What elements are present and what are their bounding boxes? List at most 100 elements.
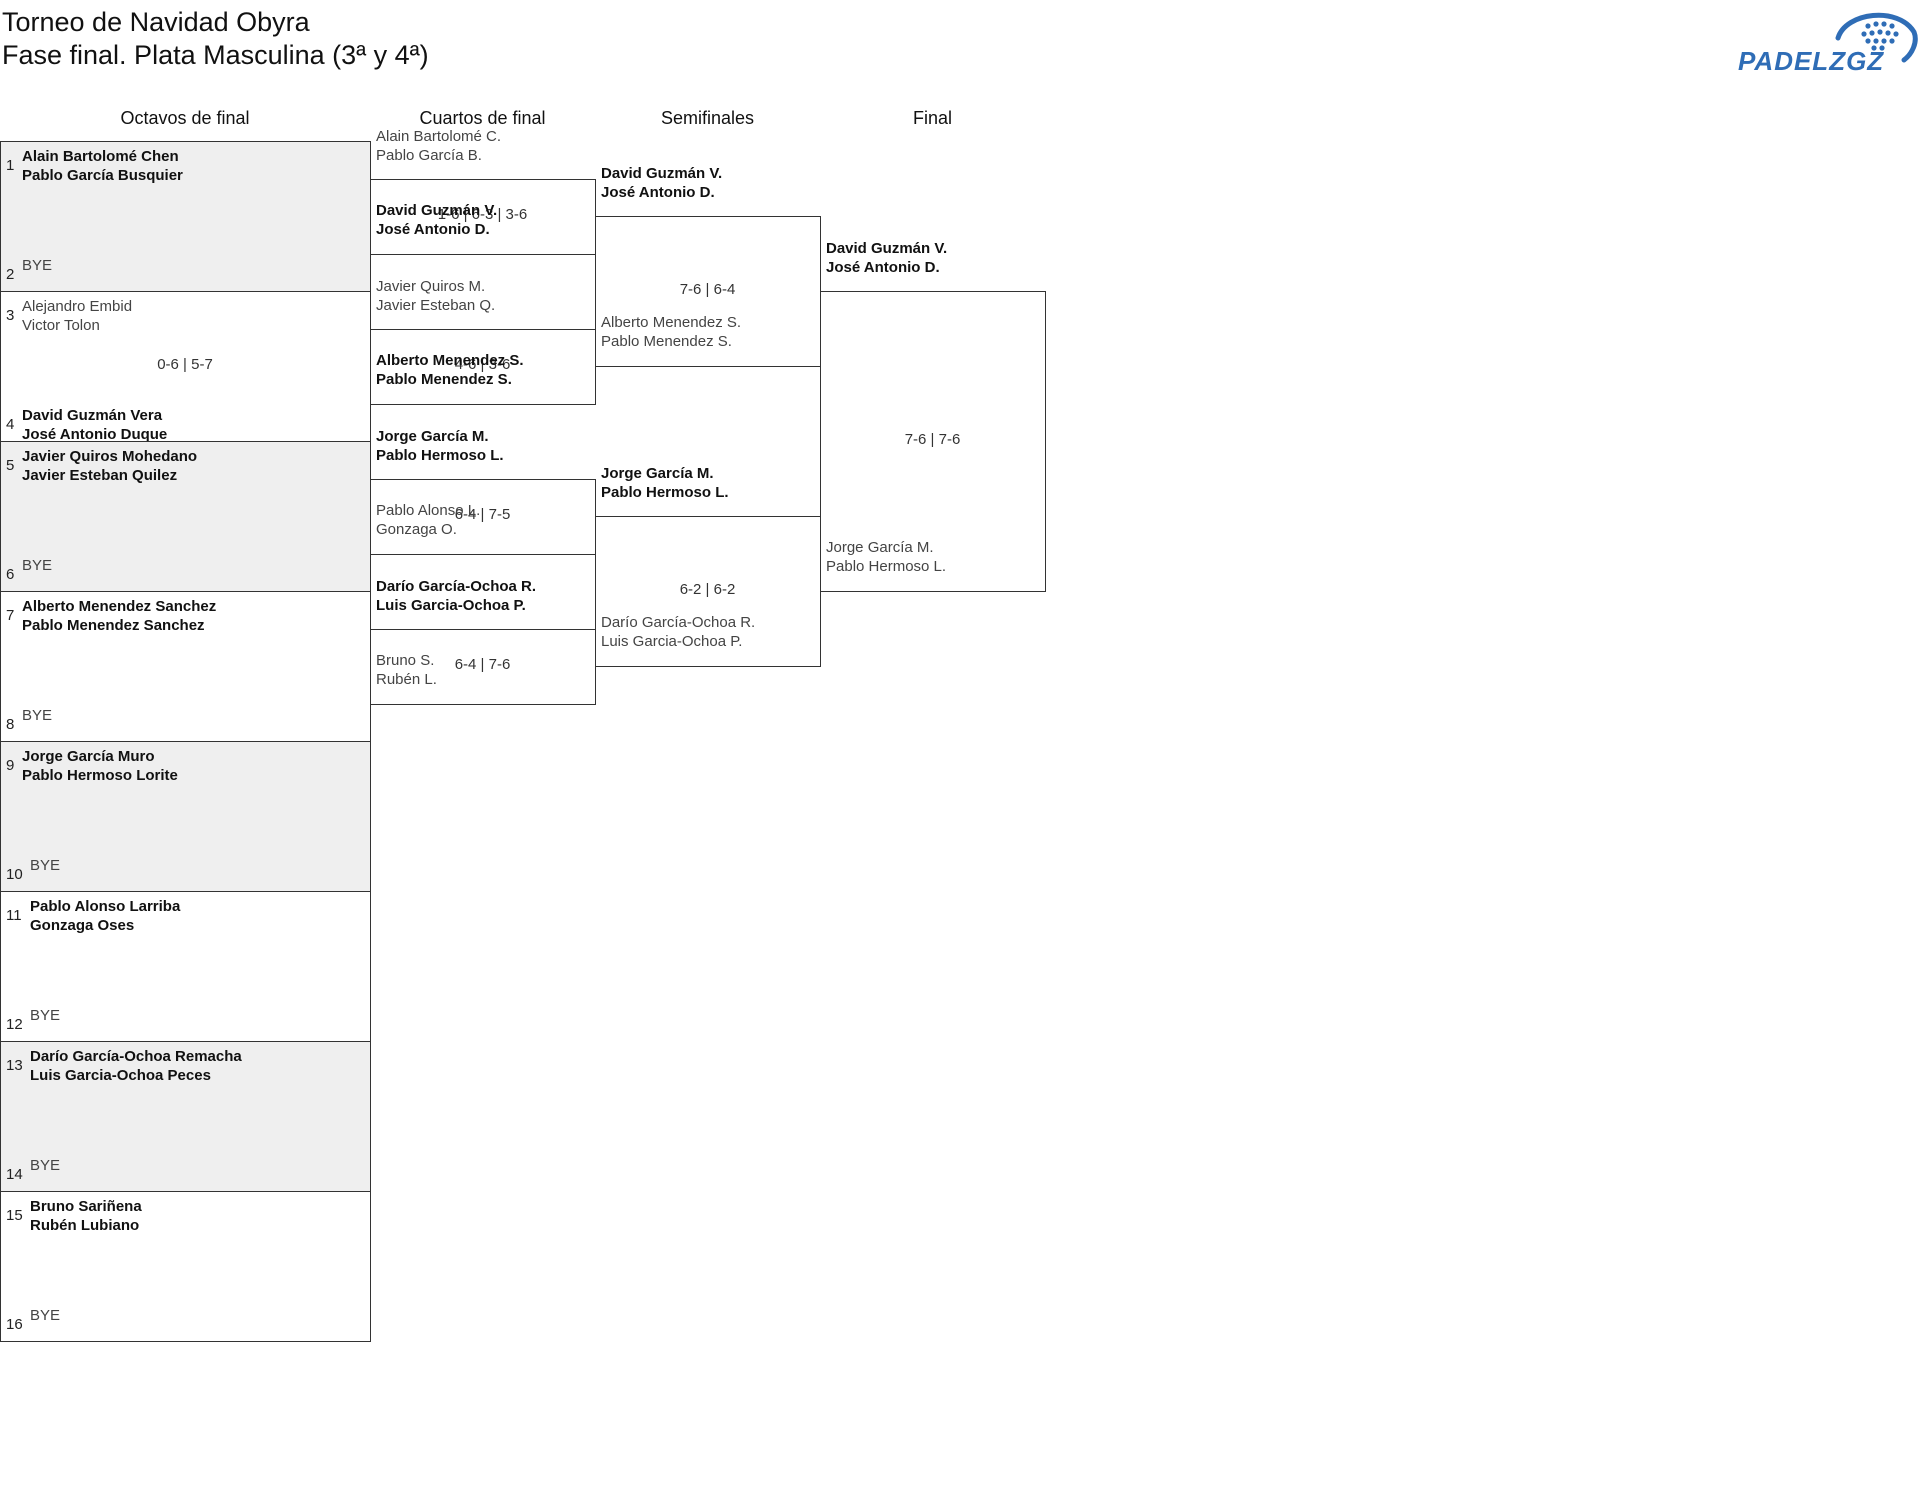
seed-number: 12 [6,1016,23,1033]
match-score: 0-6 | 5-7 [157,356,213,373]
match-score: 7-6 | 6-4 [679,281,736,298]
player-name: José Antonio Duque [22,426,168,443]
player-name: Jorge García M. [376,427,489,445]
octavos-slot [0,891,371,967]
seed-number: 9 [6,757,15,774]
player-name: Alberto Menendez S. [376,351,524,369]
player-name: Pablo Hermoso L. [376,446,504,464]
page-subtitle: Fase final. Plata Masculina (3ª y 4ª) [2,40,429,70]
player-name: BYE [22,707,53,724]
final-team: Jorge García M. Pablo Hermoso L. [826,538,946,576]
octavos-slot [0,591,371,667]
seed-number: 3 [6,307,15,324]
cuartos-team: Alberto Menendez S.Pablo Menendez S. [376,351,524,389]
player-name: Darío García-Ochoa R. [601,614,756,631]
player-name: BYE [30,857,61,874]
logo-text: PADELZGZ [1738,46,1885,76]
octavos-team: BYE [22,256,52,294]
octavos-team: BYE [30,856,60,894]
player-name: David Guzmán V. [826,240,948,257]
seed-number: 13 [6,1057,23,1074]
semis-team: Alberto Menendez S.Pablo Menendez S. [601,313,741,351]
player-name: Pablo Hermoso L. [601,484,729,501]
cuartos-team: Alain Bartolomé C.Pablo García B. [376,127,501,165]
player-name: Pablo Hermoso L. [826,558,947,575]
player-name: Pablo García B. [376,146,482,164]
player-name: David Guzmán V. [376,201,498,219]
player-name: David Guzmán Vera [22,407,163,424]
match-score: 7-6 | 7-6 [904,431,961,448]
match-score: 4-6 | 3-6 [454,356,511,373]
player-name: BYE [30,1157,61,1174]
seed-number: 11 [6,907,22,924]
player-name: BYE [22,557,53,574]
player-name: Gonzaga O. [376,520,457,538]
octavos-team: BYE [22,556,52,594]
cuartos-team: Bruno S.Rubén L. [376,651,437,689]
cuartos-team: Darío García-Ochoa R.Luis Garcia-Ochoa P… [376,577,536,615]
padel-ball-icon [1835,12,1918,63]
cuartos-team: Javier Quiros M.Javier Esteban Q. [376,277,495,315]
octavos-slot [0,816,371,892]
player-name: Rubén L. [376,670,437,688]
octavos-slot [0,741,371,817]
player-name: David Guzmán V. [601,165,723,182]
player-name: Pablo Menendez S. [601,333,732,350]
match-score: 6-2 | 6-2 [679,581,736,598]
match-score: 6-4 | 7-6 [454,656,511,673]
seed-number: 2 [6,266,15,283]
player-name: Luis Garcia-Ochoa P. [376,596,526,614]
player-name: Pablo Alonso L. [376,501,481,519]
octavos-slot [0,216,371,292]
octavos-slot [0,666,371,742]
player-name: Alberto Menendez Sanchez [22,598,217,615]
seed-number: 6 [6,566,15,583]
player-name: Luis Garcia-Ochoa P. [601,633,743,650]
seed-number: 15 [6,1207,23,1224]
player-name: BYE [30,1307,61,1324]
octavos-team: BYE [30,1306,60,1344]
octavos-team: BYE [30,1156,60,1194]
round-heading-final: Final [912,108,952,128]
player-name: Alejandro Embid [22,298,133,315]
player-name: BYE [22,257,53,274]
player-name [30,1325,60,1344]
octavos-slot [0,1191,371,1267]
player-name: Darío García-Ochoa R. [376,577,537,595]
player-name: José Antonio D. [376,220,490,238]
semis-team: Jorge García M. Pablo Hermoso L. [601,464,729,502]
final-team: David Guzmán V.José Antonio D. [826,239,947,277]
octavos-slot [0,141,371,217]
semis-team: Darío García-Ochoa R. Luis Garcia-Ochoa P… [601,613,755,651]
octavos-slot [0,366,371,442]
player-name: Javier Quiros M. [376,277,486,295]
seed-number: 14 [6,1166,23,1183]
player-name: Javier Quiros Mohedano [22,448,198,465]
player-name: Javier Esteban Q. [376,296,496,314]
round-heading-cuartos: Cuartos de final [419,108,546,128]
player-name: Jorge García M. [826,539,934,556]
player-name: José Antonio D. [601,184,715,201]
octavos-slot [0,516,371,592]
octavos-team: BYE [30,1006,60,1044]
cuartos-team: Pablo Alonso L.Gonzaga O. [376,501,480,539]
player-name: Rubén Lubiano [30,1217,140,1234]
player-name: Pablo Hermoso Lorite [22,767,178,784]
player-name: Gonzaga Oses [30,917,135,934]
cuartos-team: David Guzmán V.José Antonio D. [376,201,497,239]
player-name: Luis Garcia-Ochoa Peces [30,1067,211,1084]
player-name: Victor Tolon [22,317,100,334]
round-heading-semifinales: Semifinales [660,108,755,128]
player-name: Alain Bartolomé Chen [22,148,179,165]
octavos-slot [0,1266,371,1342]
match-score: 1-6 | 6-3 | 3-6 [437,206,528,223]
semis-team: David Guzmán V. José Antonio D. [601,164,722,202]
padelzgz-logo: PADELZGZ [1738,8,1918,76]
player-name: Jorge García M. [601,465,714,482]
player-name: Javier Esteban Quilez [22,467,178,484]
match-score: 6-4 | 7-5 [454,506,511,523]
player-name: BYE [30,1007,61,1024]
